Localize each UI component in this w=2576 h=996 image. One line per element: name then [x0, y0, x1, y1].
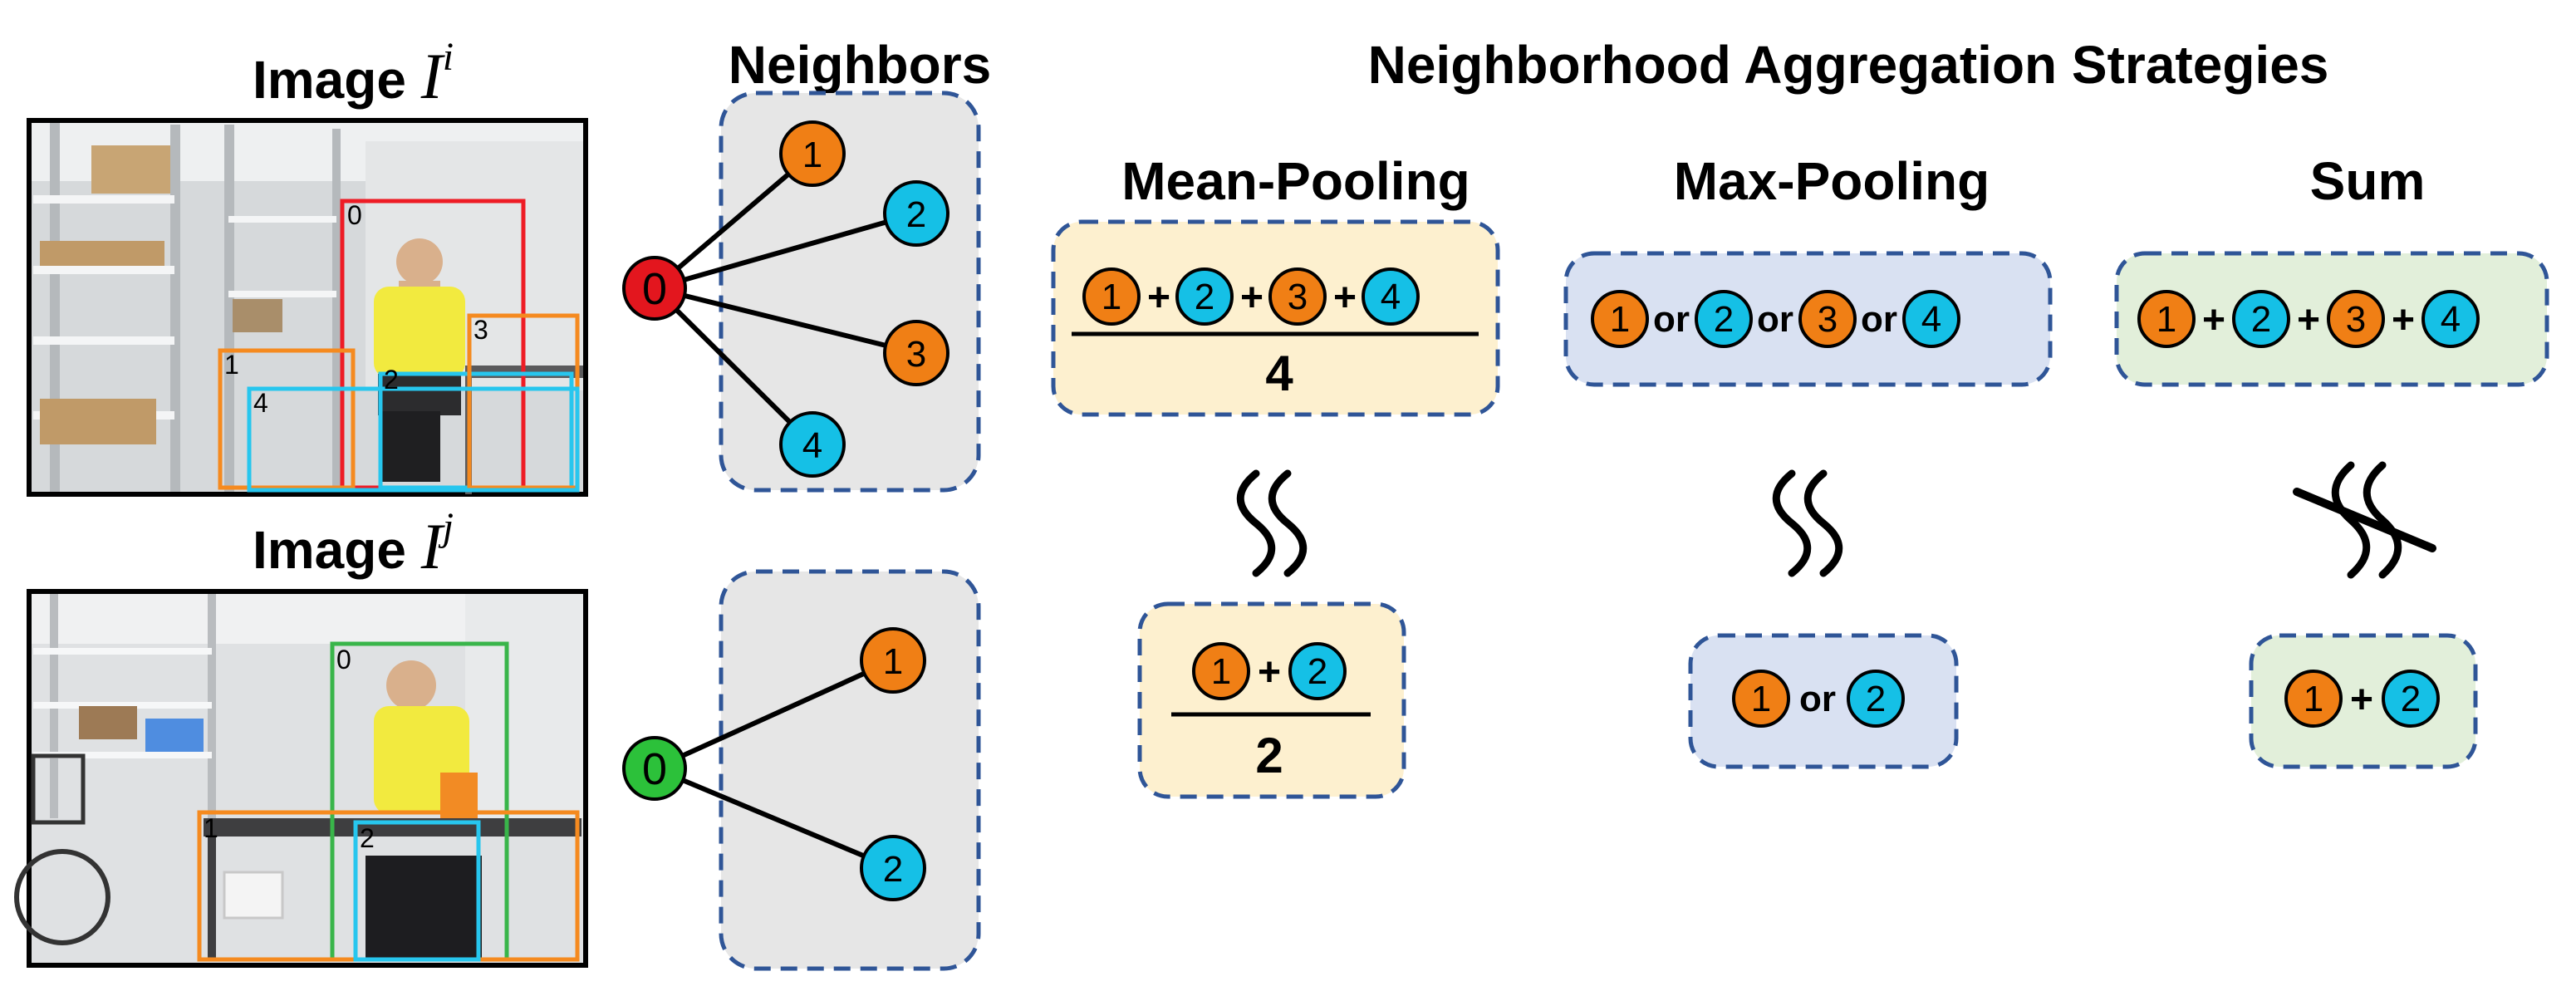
- max-i-node-3: 3: [1818, 299, 1838, 340]
- sum-j-plus-1: +: [2350, 678, 2373, 722]
- bbox-label-0-i: 0: [347, 200, 362, 230]
- sum-i-node-1: 1: [2156, 299, 2176, 340]
- neighbors-title: Neighbors: [729, 35, 991, 95]
- not-approx-equal-icon-sum: [2293, 461, 2436, 579]
- max-j-or-1: or: [1799, 679, 1836, 719]
- svg-text:3: 3: [906, 334, 926, 375]
- graph-j-node-1: 1: [860, 627, 926, 694]
- neighbors-panel-i: [719, 91, 981, 493]
- bbox-label-2-j: 2: [360, 823, 375, 853]
- bbox-label-1-j: 1: [204, 813, 218, 843]
- graph-j-center-node: 0: [622, 736, 687, 801]
- mean-j-denominator: 2: [1255, 728, 1283, 783]
- svg-text:4: 4: [802, 425, 822, 466]
- mean-pooling-title: Mean-Pooling: [1121, 151, 1470, 211]
- graph-i-center-node: 0: [622, 256, 687, 321]
- image-i-bbox-labels: 0 1 2 3 4: [224, 200, 488, 418]
- bbox-4-i: [247, 386, 580, 493]
- graph-j-edges: [653, 658, 895, 871]
- max-i-expression: 1 or 2 or 3 or 4: [1591, 290, 1960, 348]
- sum-j-node-1: 1: [2304, 679, 2323, 719]
- graph-i-node-2: 2: [883, 180, 949, 247]
- mean-i-node-4: 4: [1381, 277, 1401, 317]
- graph-i-node-1: 1: [779, 120, 846, 187]
- bbox-label-0-j: 0: [336, 645, 351, 675]
- sum-i-expression: 1 + 2 + 3 + 4: [2137, 290, 2480, 348]
- max-j-expression: 1 or 2: [1732, 670, 1905, 728]
- mean-i-node-1: 1: [1102, 277, 1121, 317]
- approx-equal-icon-mean: [1236, 469, 1308, 577]
- mean-i-denominator: 4: [1265, 346, 1293, 401]
- sum-box-j: [2249, 633, 2478, 769]
- image-j-bbox-labels: 0 1 2: [204, 645, 375, 853]
- bbox-label-2-i: 2: [384, 365, 399, 395]
- bbox-label-1-i: 1: [224, 350, 239, 380]
- mean-i-plus-2: +: [1240, 276, 1263, 320]
- svg-text:1: 1: [883, 641, 903, 682]
- sum-i-node-3: 3: [2346, 299, 2366, 340]
- graph-i-nodes: 0 1 2 3 4: [622, 120, 949, 478]
- max-j-node-2: 2: [1866, 679, 1886, 719]
- image-j-photo: [14, 589, 588, 968]
- sum-j-expression: 1 + 2: [2284, 670, 2440, 728]
- graph-j-node-2: 2: [860, 835, 926, 901]
- max-i-node-1: 1: [1610, 299, 1630, 340]
- graph-j-nodes: 0 1 2: [622, 627, 926, 901]
- graph-i-node-4: 4: [779, 411, 846, 478]
- image-j-title: Image Ij: [253, 505, 454, 582]
- sum-j-node-2: 2: [2401, 679, 2421, 719]
- mean-i-node-2: 2: [1195, 277, 1214, 317]
- svg-text:0: 0: [642, 744, 667, 794]
- max-pooling-title: Max-Pooling: [1674, 151, 1990, 211]
- sum-i-plus-1: +: [2202, 298, 2225, 342]
- max-i-node-2: 2: [1714, 299, 1734, 340]
- mean-i-plus-1: +: [1147, 276, 1170, 320]
- approx-equal-icon-max: [1772, 469, 1843, 577]
- image-i-bboxes: [218, 199, 580, 493]
- bbox-2-j: [353, 820, 481, 962]
- svg-text:2: 2: [906, 194, 926, 235]
- sum-i-node-2: 2: [2251, 299, 2271, 340]
- neighbors-panel-j: [719, 569, 981, 971]
- sum-i-plus-3: +: [2392, 298, 2415, 342]
- svg-text:1: 1: [802, 135, 822, 175]
- max-i-node-4: 4: [1921, 299, 1941, 340]
- graph-i-node-3: 3: [883, 320, 949, 386]
- image-j-bboxes: [197, 641, 580, 962]
- image-i-photo: [27, 118, 588, 497]
- strategies-title: Neighborhood Aggregation Strategies: [1368, 35, 2329, 95]
- max-i-or-3: or: [1861, 299, 1897, 340]
- max-pooling-box-j: [1688, 633, 1959, 769]
- mean-i-expression: 1 + 2 + 3 + 4 4: [1072, 267, 1479, 401]
- mean-i-plus-3: +: [1333, 276, 1357, 320]
- mean-j-expression: 1 + 2 2: [1171, 642, 1371, 783]
- mean-j-node-1: 1: [1211, 651, 1231, 692]
- image-i-title: Image Ii: [253, 35, 454, 112]
- bbox-label-3-i: 3: [473, 315, 488, 345]
- mean-i-node-3: 3: [1288, 277, 1308, 317]
- mean-j-plus-1: +: [1258, 650, 1281, 694]
- bbox-1-i: [218, 348, 356, 490]
- sum-i-node-4: 4: [2441, 299, 2461, 340]
- graph-i-edges: [652, 151, 917, 447]
- sum-title: Sum: [2310, 151, 2426, 211]
- max-i-or-2: or: [1757, 299, 1793, 340]
- mean-j-node-2: 2: [1308, 651, 1327, 692]
- svg-text:0: 0: [642, 264, 667, 314]
- svg-text:2: 2: [883, 849, 903, 890]
- max-j-node-1: 1: [1751, 679, 1771, 719]
- max-i-or-1: or: [1653, 299, 1690, 340]
- sum-i-plus-2: +: [2297, 298, 2320, 342]
- bbox-label-4-i: 4: [253, 388, 268, 418]
